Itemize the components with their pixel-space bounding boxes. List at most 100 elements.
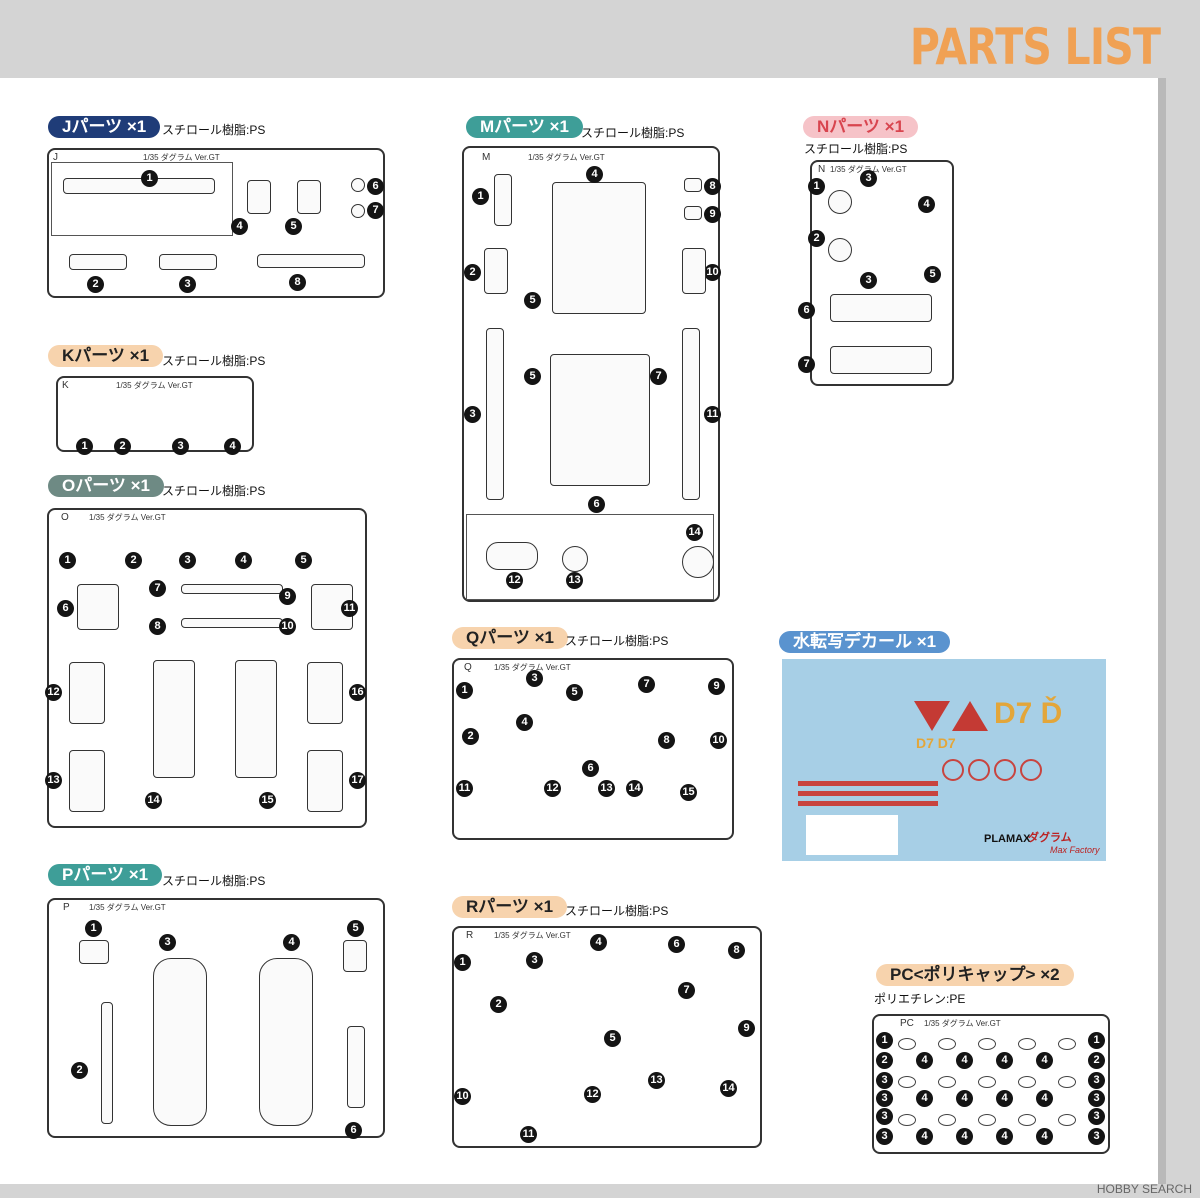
sprue-pc: PC 1/35 ダグラム Ver.GT 1 2 3 3 3 3 1 2 3 3 … xyxy=(872,1014,1110,1154)
watermark: HOBBY SEARCH xyxy=(1096,1182,1192,1196)
sprue-n-letter: N xyxy=(818,164,826,175)
part-num: 6 xyxy=(588,496,605,513)
part-num: 14 xyxy=(626,780,643,797)
part-num: 15 xyxy=(680,784,697,801)
sprue-m-text: 1/35 ダグラム Ver.GT xyxy=(528,153,605,162)
sprue-j-text: 1/35 ダグラム Ver.GT xyxy=(143,153,220,162)
part-num: 14 xyxy=(145,792,162,809)
decal-brand: PLAMAX xyxy=(984,833,1031,845)
part-num: 13 xyxy=(566,572,583,589)
part-num: 8 xyxy=(728,942,745,959)
decal-logo: ダグラム xyxy=(1028,832,1072,844)
part-num: 5 xyxy=(347,920,364,937)
part-num: 1 xyxy=(141,170,158,187)
sprue-m: M 1/35 ダグラム Ver.GT 1 4 8 9 2 10 5 5 7 6 … xyxy=(462,146,721,602)
sprue-k-letter: K xyxy=(62,380,69,391)
part-num: 3 xyxy=(1088,1128,1105,1145)
part-num: 3 xyxy=(876,1128,893,1145)
part-num: 14 xyxy=(686,524,703,541)
section-o-material: スチロール樹脂:PS xyxy=(162,484,266,498)
section-p-label: Pパーツ ×1 xyxy=(48,864,163,886)
part-num: 5 xyxy=(295,552,312,569)
part-num: 3 xyxy=(1088,1072,1105,1089)
part-num: 4 xyxy=(586,166,603,183)
polycap xyxy=(978,1076,996,1088)
part-num: 5 xyxy=(524,292,541,309)
polycap xyxy=(898,1038,916,1050)
part-o6 xyxy=(77,584,119,630)
part-num: 3 xyxy=(876,1072,893,1089)
part-num: 3 xyxy=(526,952,543,969)
part-num: 2 xyxy=(125,552,142,569)
part-o15 xyxy=(235,660,277,778)
polycap xyxy=(978,1114,996,1126)
section-o-label: Oパーツ ×1 xyxy=(48,475,164,497)
part-num: 4 xyxy=(996,1052,1013,1069)
part-num: 3 xyxy=(179,552,196,569)
part-num: 6 xyxy=(582,760,599,777)
part-num: 12 xyxy=(544,780,561,797)
sprue-o: O 1/35 ダグラム Ver.GT 1 2 3 4 5 6 7 8 9 10 … xyxy=(45,508,367,828)
part-j4 xyxy=(247,180,271,214)
part-num: 4 xyxy=(916,1128,933,1145)
section-q-label: Qパーツ ×1 xyxy=(452,627,568,649)
section-pc-label: PC<ポリキャップ> ×2 xyxy=(876,964,1074,986)
sprue-k-text: 1/35 ダグラム Ver.GT xyxy=(116,381,193,390)
part-num: 5 xyxy=(604,1030,621,1047)
part-num: 4 xyxy=(590,934,607,951)
part-num: 9 xyxy=(279,588,296,605)
part-j3 xyxy=(159,254,217,270)
part-num: 4 xyxy=(224,438,241,455)
section-k-material: スチロール樹脂:PS xyxy=(162,354,266,368)
decal-ring xyxy=(994,759,1016,781)
part-num: 7 xyxy=(638,676,655,693)
decal-brand2: Max Factory xyxy=(1050,845,1100,855)
decal-stripe xyxy=(798,801,938,806)
part-num: 4 xyxy=(996,1128,1013,1145)
decal-white-panel xyxy=(806,815,898,855)
part-num: 1 xyxy=(472,188,489,205)
section-r-material: スチロール樹脂:PS xyxy=(565,904,669,918)
sprue-pc-letter: PC xyxy=(900,1018,914,1029)
part-num: 12 xyxy=(584,1086,601,1103)
part-num: 11 xyxy=(456,780,473,797)
part-num: 4 xyxy=(1036,1090,1053,1107)
part-o10 xyxy=(181,618,283,628)
part-num: 2 xyxy=(464,264,481,281)
part-m12 xyxy=(486,542,538,570)
part-m3-rod xyxy=(486,328,504,500)
sprue-q-letter: Q xyxy=(464,662,472,673)
part-num: 4 xyxy=(956,1128,973,1145)
part-num: 9 xyxy=(704,206,721,223)
part-m6-waist xyxy=(550,354,650,486)
part-num: 1 xyxy=(456,682,473,699)
part-o13 xyxy=(69,750,105,812)
part-num: 2 xyxy=(490,996,507,1013)
part-num: 16 xyxy=(349,684,366,701)
polycap xyxy=(1058,1076,1076,1088)
part-num: 2 xyxy=(71,1062,88,1079)
polycap xyxy=(898,1076,916,1088)
part-num: 2 xyxy=(462,728,479,745)
part-m14 xyxy=(682,546,714,578)
section-q-material: スチロール樹脂:PS xyxy=(565,634,669,648)
polycap xyxy=(938,1076,956,1088)
sprue-j: J 1/35 ダグラム Ver.GT 1 4 5 6 7 2 3 8 xyxy=(47,148,385,298)
part-num: 3 xyxy=(159,934,176,951)
part-num: 3 xyxy=(860,170,877,187)
sprue-k: K 1/35 ダグラム Ver.GT 1 2 3 4 xyxy=(56,376,254,455)
polycap xyxy=(1018,1076,1036,1088)
part-num: 3 xyxy=(179,276,196,293)
part-num: 1 xyxy=(85,920,102,937)
part-num: 4 xyxy=(231,218,248,235)
part-num: 3 xyxy=(876,1090,893,1107)
part-m1 xyxy=(494,174,512,226)
part-num: 4 xyxy=(235,552,252,569)
section-m-label: Mパーツ ×1 xyxy=(466,116,583,138)
part-num: 4 xyxy=(956,1052,973,1069)
part-num: 7 xyxy=(367,202,384,219)
part-num: 11 xyxy=(704,406,721,423)
sprue-o-letter: O xyxy=(61,512,69,523)
part-num: 9 xyxy=(708,678,725,695)
decal-code-big: D7 Ď xyxy=(994,697,1063,730)
